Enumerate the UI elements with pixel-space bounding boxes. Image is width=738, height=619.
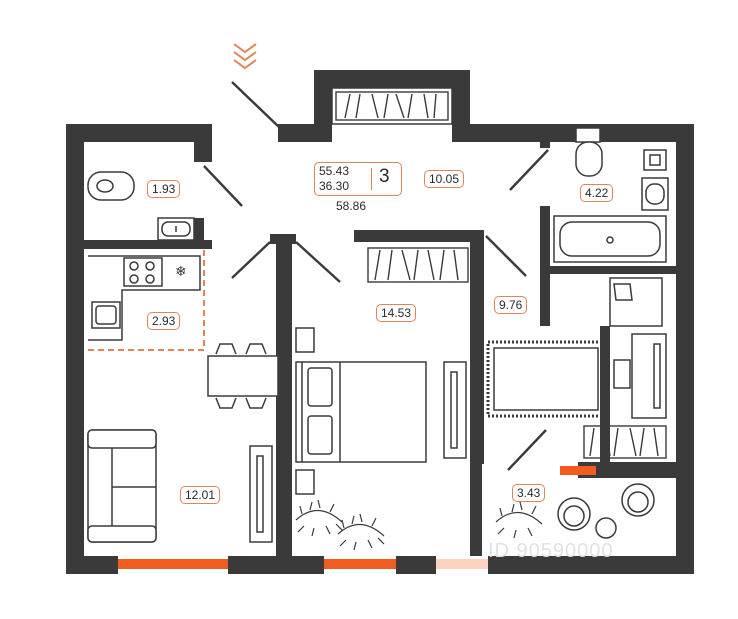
kids-bed: [609, 277, 663, 327]
snowflake-icon: ❄: [175, 264, 187, 280]
sofa: [87, 429, 157, 543]
toilet-left: [87, 171, 135, 201]
wardrobe-bedroom: [367, 247, 469, 283]
total-area: 58.86: [336, 199, 367, 213]
area-label-kids-room: 9.76: [494, 296, 528, 314]
sink-left: [157, 217, 195, 241]
exterior-walls: [66, 70, 694, 574]
toilet-right: [575, 127, 603, 177]
kitchen-counter: [88, 255, 201, 341]
doors: [203, 81, 549, 471]
wardrobe-top: [335, 91, 449, 121]
desk: [613, 333, 667, 419]
area-label-living-room: 12.01: [180, 486, 221, 504]
plant-bedroom: [295, 499, 385, 551]
kitchen-zone-outline: [84, 250, 205, 351]
area-label-hall: 10.05: [424, 170, 465, 188]
summary-box: 55.43 36.30 3: [314, 162, 402, 196]
area-label-bathroom-right: 4.22: [580, 184, 614, 202]
rooms-count: 3: [379, 166, 390, 187]
total-area-top: 55.43: [319, 164, 350, 178]
rug: [486, 340, 606, 418]
windows: [118, 87, 596, 569]
bed: [295, 327, 427, 495]
wardrobe-kids: [583, 425, 667, 459]
area-label-bedroom: 14.53: [376, 304, 417, 322]
area-label-balcony: 3.43: [512, 484, 546, 502]
dining-table: [207, 343, 279, 409]
area-label-kitchen: 2.93: [147, 312, 181, 330]
washer: [641, 149, 669, 211]
tv-stand-bedroom: [443, 361, 467, 459]
chevron-down-icon: [233, 43, 257, 70]
summary-divider: [371, 168, 372, 190]
plant-balcony: [495, 501, 543, 539]
area-label-bathroom-left: 1.93: [147, 180, 181, 198]
bathtub: [553, 215, 667, 263]
watermark: ID 90590000: [488, 540, 614, 562]
living-area: 36.30: [319, 179, 350, 193]
tv-stand-living: [249, 445, 273, 543]
balcony-chairs: [557, 483, 655, 539]
